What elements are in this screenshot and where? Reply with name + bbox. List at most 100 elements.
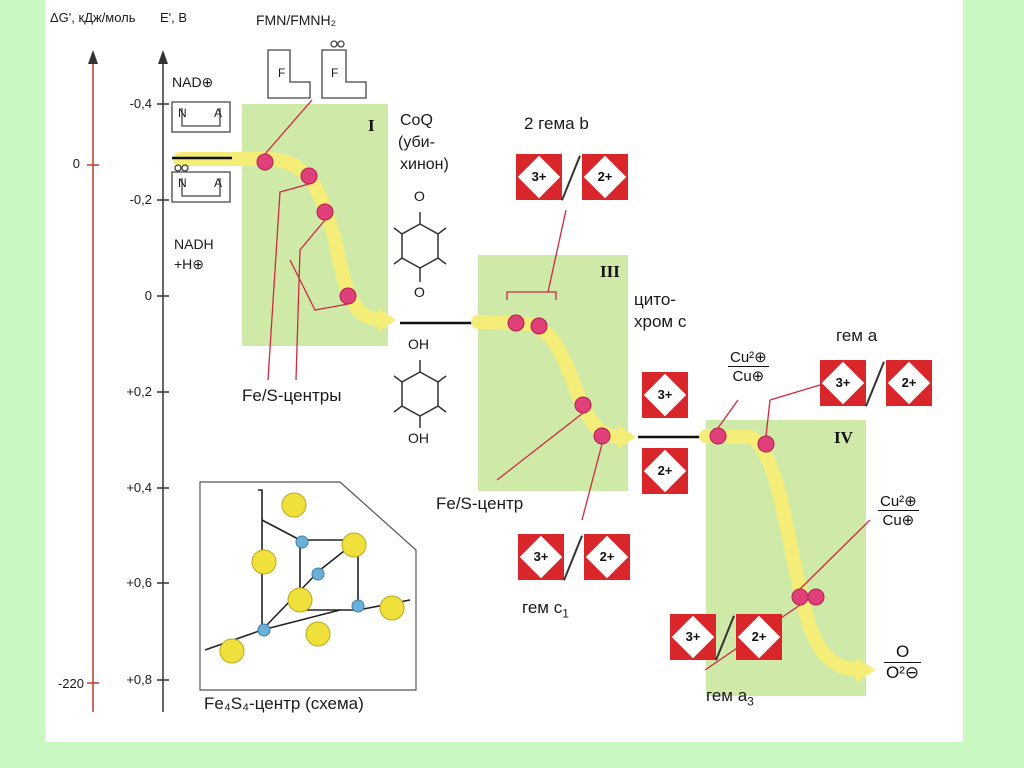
heme-a-label: гем a xyxy=(836,326,878,345)
cu-b-pair: Cu²⊕Cu⊕ xyxy=(878,492,919,529)
electron-path xyxy=(173,152,387,327)
cu-a-reduced: Cu⊕ xyxy=(732,368,765,385)
fe4s4-iron-atoms xyxy=(257,535,365,637)
complex-iv-box xyxy=(706,420,866,696)
cofactor-dot xyxy=(300,167,318,185)
cofactor-dot xyxy=(791,588,809,606)
e-tick: +0,6 xyxy=(126,575,152,590)
e-axis-arrow xyxy=(158,50,168,64)
heme-b-label: 2 гема b xyxy=(524,114,589,133)
cu-a-pair: Cu²⊕Cu⊕ xyxy=(728,348,769,385)
complex-iii-cofactors xyxy=(507,314,611,445)
e-tick: -0,2 xyxy=(129,192,152,207)
fmn-box-f: F xyxy=(278,66,286,80)
fe4s4-sulfur-atoms xyxy=(219,492,405,664)
cyt-c-red-box: 2+ xyxy=(642,448,688,494)
heme-a3-text: гем a xyxy=(706,686,748,705)
heme-b-red-box: 2+ xyxy=(582,154,628,200)
red-state-label: 2+ xyxy=(599,549,615,564)
nadh-box-a: A xyxy=(214,176,223,190)
cofactor-dot xyxy=(256,153,274,171)
e-tick: +0,8 xyxy=(126,672,152,687)
dg-tick-0: 0 xyxy=(72,156,80,171)
leader-lines xyxy=(264,99,871,671)
red-state-label: 2+ xyxy=(901,375,917,390)
hydroquinone-structure xyxy=(393,360,447,428)
cofactor-dot xyxy=(316,203,334,221)
nadh-label: NADH xyxy=(174,236,214,252)
cofactor-dot xyxy=(530,317,548,335)
e-axis-ticks xyxy=(157,103,169,681)
fe-s-centers-label: Fe/S-центры xyxy=(242,386,342,405)
path-arrow-3 xyxy=(856,658,876,682)
cu-b-reduced: Cu⊕ xyxy=(882,512,915,529)
e-axis-label: E', В xyxy=(160,10,188,25)
red-state-label: 2+ xyxy=(597,169,613,184)
dg-axis-arrow xyxy=(88,50,98,64)
ox-state-label: 3+ xyxy=(533,549,549,564)
fe4s4-inset-frame xyxy=(199,481,417,691)
dg-axis-label: ΔG', кДж/моль xyxy=(50,10,136,25)
ubiquinone-label-1: (уби- xyxy=(398,134,435,151)
nad-label: NAD⊕ xyxy=(172,74,214,90)
quinone-structure xyxy=(393,212,447,282)
electron-path-3 xyxy=(699,429,865,677)
ox-state-label: 3+ xyxy=(685,629,701,644)
e-tick: +0,2 xyxy=(126,384,152,399)
cu-b-oxidized: Cu²⊕ xyxy=(878,493,919,511)
heme-a3-ox-box: 3+ xyxy=(670,614,716,660)
ox-state-label: 3+ xyxy=(657,387,673,402)
quinone-o-bottom: O xyxy=(414,284,425,300)
e-tick: +0,4 xyxy=(126,480,152,495)
nad-box-n: N xyxy=(178,106,187,120)
cofactor-dot xyxy=(593,427,611,445)
fmn-label: FMN/FMNH₂ xyxy=(256,12,337,28)
fe-s-center-label: Fe/S-центр xyxy=(436,494,524,513)
heme-a3-label: гем a3 xyxy=(706,686,754,708)
cofactor-dot xyxy=(507,314,525,332)
cytochrome-c-label-1: цито- xyxy=(634,290,676,309)
electron-path-2 xyxy=(471,315,627,444)
complex-iii-label: III xyxy=(600,262,620,281)
e-tick: -0,4 xyxy=(129,96,152,111)
heme-a-ox-box: 3+ xyxy=(820,360,866,406)
ubiquinone-label-2: хинон) xyxy=(400,156,449,173)
path-arrow-2 xyxy=(618,425,636,449)
cofactor-dot xyxy=(807,588,825,606)
cofactor-dot xyxy=(757,435,775,453)
complex-i-label: I xyxy=(368,116,375,135)
nadh-box-n: N xyxy=(178,176,187,190)
heme-c1-ox-box: 3+ xyxy=(518,534,564,580)
complex-iv-cofactors xyxy=(709,427,825,606)
heme-c1-subscript: 1 xyxy=(562,606,569,621)
heme-c1-label: гем c1 xyxy=(522,598,569,620)
heme-a-red-box: 2+ xyxy=(886,360,932,406)
fmn-symbol xyxy=(267,40,367,99)
heme-a3-red-box: 2+ xyxy=(736,614,782,660)
nad-box-a: A xyxy=(214,106,223,120)
path-arrow-1 xyxy=(378,308,396,332)
heme-b-ox-box: 3+ xyxy=(516,154,562,200)
cu-a-oxidized: Cu²⊕ xyxy=(728,349,769,367)
quinone-o-top: O xyxy=(414,188,425,204)
dg-tick-220: -220 xyxy=(57,676,84,691)
h-label: +H⊕ xyxy=(174,256,205,272)
red-state-label: 2+ xyxy=(657,463,673,478)
e-tick: 0 xyxy=(144,288,152,303)
heme-c1-red-box: 2+ xyxy=(584,534,630,580)
coq-label: CoQ xyxy=(400,112,433,129)
ox-state-label: 3+ xyxy=(835,375,851,390)
cofactor-dot xyxy=(574,396,592,414)
fe4s4-label: Fe₄S₄-центр (схема) xyxy=(204,694,364,713)
red-state-label: 2+ xyxy=(751,629,767,644)
cofactor-dot xyxy=(709,427,727,445)
cofactor-dot xyxy=(339,287,357,305)
ox-state-label: 3+ xyxy=(531,169,547,184)
nad-symbol xyxy=(171,101,231,203)
oxygen-reduced: O²⊖ xyxy=(886,663,920,682)
cyt-c-ox-box: 3+ xyxy=(642,372,688,418)
oxygen-oxidized: O xyxy=(884,642,922,663)
hydroquinone-oh-bottom: OH xyxy=(408,430,429,446)
